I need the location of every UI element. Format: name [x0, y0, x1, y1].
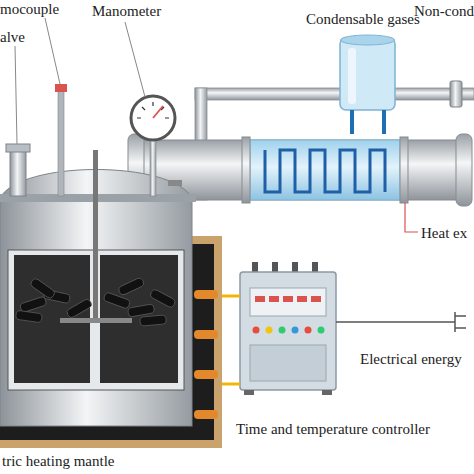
- gas-pipe: [195, 88, 474, 100]
- biomass-pellet: [19, 296, 47, 313]
- heating-mantle: tric heating mantle: [0, 236, 222, 448]
- controller-foot: [322, 390, 332, 395]
- control-knob: [252, 262, 258, 272]
- part-label: Electrical energy: [360, 350, 462, 368]
- biomass-pellet: [118, 277, 145, 296]
- controller-door: [250, 345, 326, 381]
- biomass-pellet: [140, 315, 167, 326]
- controller: Time and temperature controller: [240, 272, 336, 390]
- exchanger-end-cap: [456, 134, 472, 206]
- part-label: alve: [0, 28, 25, 46]
- part-label: mocouple: [0, 0, 59, 18]
- heat-exchanger: Heat ex: [128, 134, 472, 206]
- controller-foot: [244, 390, 254, 395]
- node-label: Condensable gases: [306, 10, 420, 28]
- glass-highlight: [348, 48, 356, 104]
- biomass-pellet: [149, 288, 176, 308]
- display-digit: [297, 296, 307, 302]
- indicator-light: [253, 327, 260, 334]
- thermocouple-rod: [58, 90, 64, 196]
- power-plug: [455, 312, 466, 332]
- gauge-ticks: [137, 102, 169, 118]
- leader-line: [125, 22, 145, 97]
- valve-handle: [168, 180, 182, 186]
- display-digit: [283, 296, 293, 302]
- biomass-pellet: [128, 304, 155, 317]
- flange-ring: [400, 137, 408, 203]
- indicator-light: [318, 327, 325, 334]
- biomass-pellet: [29, 277, 55, 299]
- control-knob: [292, 262, 298, 272]
- heater-wire: [222, 295, 240, 298]
- gauge-needle: [153, 106, 163, 118]
- node-label: Time and temperature controller: [236, 420, 430, 438]
- valve-cap: [6, 144, 30, 152]
- condenser-vessel: [340, 38, 395, 110]
- heat-exchanger-body: [142, 140, 458, 200]
- biomass-pellet: [103, 292, 131, 309]
- cooling-jacket: [250, 140, 400, 200]
- condenser: Condensable gases: [340, 38, 395, 110]
- heating-coil: [194, 290, 218, 299]
- controller-cabinet: [240, 272, 336, 390]
- gauge-stem: [150, 138, 156, 196]
- control-knob: [272, 262, 278, 272]
- indicator-light: [266, 327, 273, 334]
- heater-wire: [222, 383, 240, 386]
- biomass-pellet: [66, 298, 93, 319]
- display-panel: [250, 288, 326, 316]
- condenser-cap: [341, 35, 395, 45]
- pressure-gauge: [131, 96, 175, 140]
- power-cord: [336, 321, 455, 323]
- indicator-light: [279, 327, 286, 334]
- coolant-tube: [382, 110, 386, 134]
- display-digit: [311, 296, 321, 302]
- node-label: tric heating mantle: [2, 452, 114, 470]
- display-digit: [269, 296, 279, 302]
- valve: [10, 150, 26, 196]
- part-label: Manometer: [92, 2, 161, 20]
- indicator-light: [305, 327, 312, 334]
- coolant-tube: [350, 110, 354, 134]
- thermocouple-head: [55, 84, 67, 92]
- display-digit: [255, 296, 265, 302]
- leader-line: [45, 18, 60, 84]
- flange-ring: [242, 137, 250, 203]
- leader-line: [405, 203, 418, 232]
- heating-coil: [194, 370, 218, 379]
- cooling-coil: [265, 150, 385, 192]
- leader-line: [15, 46, 17, 144]
- node-label: Heat ex: [421, 224, 467, 242]
- part-label: Non-cond: [414, 2, 474, 20]
- indicator-light: [292, 327, 299, 334]
- stirrer-paddle: [60, 318, 132, 323]
- pipe-flange: [450, 81, 462, 107]
- heating-coil: [194, 410, 218, 419]
- biomass-pellet: [15, 310, 42, 323]
- control-knob: [312, 262, 318, 272]
- heating-coil: [194, 330, 218, 339]
- stirrer-shaft: [93, 150, 98, 320]
